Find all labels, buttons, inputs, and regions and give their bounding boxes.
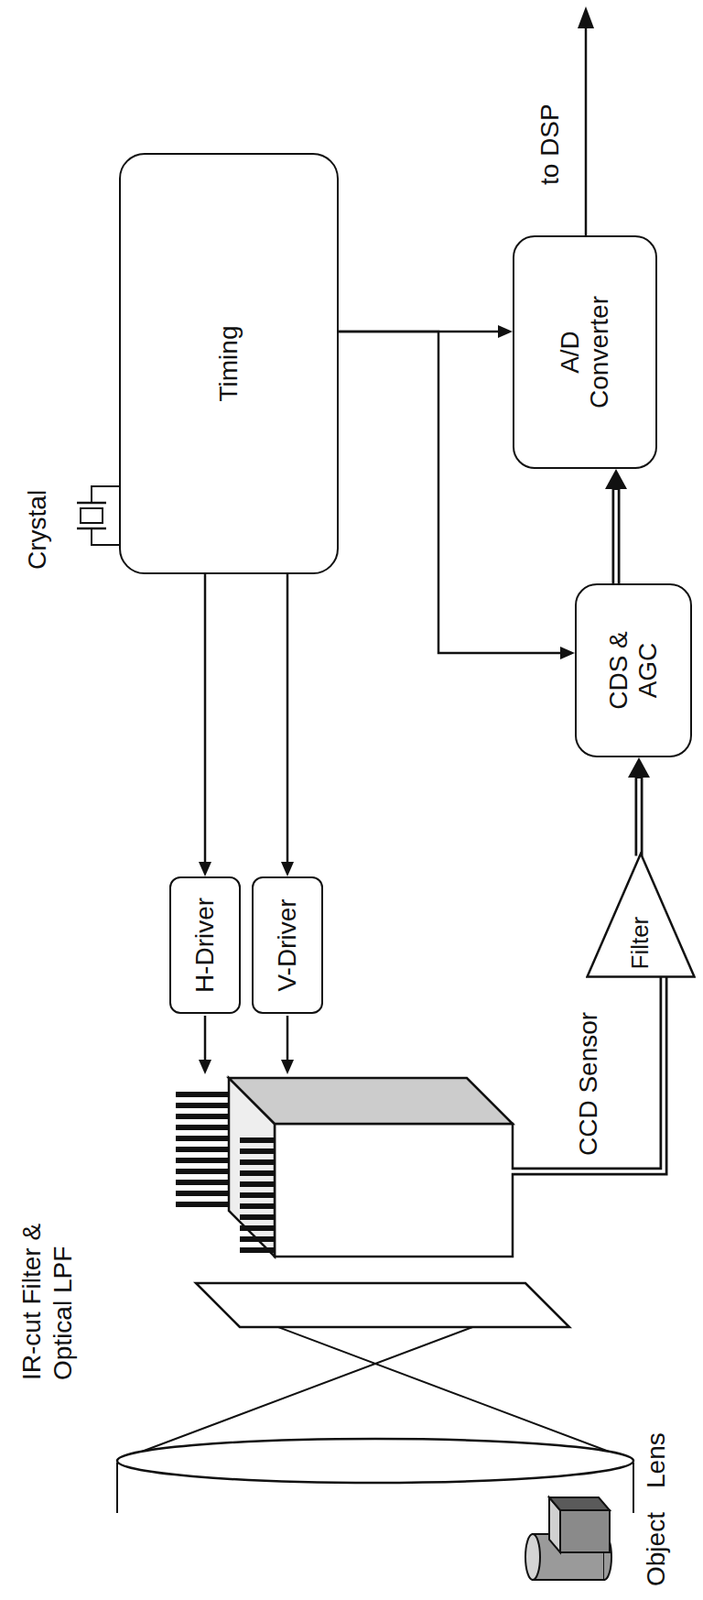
sensor-pin <box>239 1169 274 1176</box>
node-label: Timing <box>214 325 244 402</box>
sensor-pin <box>239 1158 274 1165</box>
arrow-head <box>605 468 628 489</box>
signal-connector <box>605 468 628 585</box>
node-label: A/D Converter <box>555 283 615 422</box>
signal-connector <box>627 757 650 858</box>
sensor-pins-front <box>239 1139 274 1250</box>
output-arrow <box>577 6 595 236</box>
converter-box: A/D Converter <box>512 235 658 469</box>
sensor-pin <box>175 1178 231 1185</box>
sensor-pin <box>239 1136 274 1143</box>
signal-connector <box>281 573 294 877</box>
sensor-pin <box>239 1235 274 1242</box>
ccd-sensor <box>228 1077 513 1256</box>
filter-label: IR-cut Filter & Optical LPF <box>16 1182 78 1380</box>
connector-line-inner <box>637 778 641 858</box>
output-label: to DSP <box>534 103 566 185</box>
crystal-plate <box>76 502 107 529</box>
sensor-pin <box>175 1168 231 1174</box>
arrow-head <box>281 861 294 877</box>
connector-line <box>204 573 207 864</box>
sensor-pin <box>175 1113 231 1119</box>
sensor-pin <box>239 1180 274 1187</box>
driver-box: V-Driver <box>251 876 324 1014</box>
sensor-pins-back <box>175 1093 231 1204</box>
arrow-head <box>577 6 595 29</box>
arrow-head <box>198 861 212 877</box>
lens-shape <box>117 1438 634 1482</box>
sensor-pin <box>239 1246 274 1253</box>
sensor-pin <box>175 1200 231 1207</box>
sensor-pin <box>175 1124 231 1130</box>
sensor-label: CCD Sensor <box>573 1011 605 1156</box>
crystal-label: Crystal <box>21 489 54 570</box>
light-cone <box>117 1304 634 1461</box>
connector-line-inner <box>614 489 618 585</box>
timing-box: Timing <box>118 152 339 574</box>
crystal-body <box>80 508 103 523</box>
sensor-pin <box>239 1224 274 1231</box>
cube-side <box>549 1496 610 1510</box>
drive-line <box>205 1015 288 1061</box>
cylinder-top <box>525 1533 541 1580</box>
sensor-output-line <box>512 974 664 1171</box>
sensor-pin <box>175 1102 231 1108</box>
sensor-output-line-inner <box>510 973 664 1171</box>
connector-line <box>286 573 290 864</box>
sensor-pin <box>239 1202 274 1209</box>
sensor-pin <box>175 1157 231 1163</box>
arrow-head <box>198 1059 212 1074</box>
object-label: Object <box>640 1511 672 1586</box>
node-label: Filter <box>627 916 655 970</box>
node-label: H-Driver <box>190 897 220 993</box>
sensor-pin <box>239 1147 274 1154</box>
sensor-pin <box>175 1091 231 1097</box>
sensor-pin <box>175 1135 231 1141</box>
sensor-pin <box>175 1146 231 1152</box>
sensor-pin <box>239 1213 274 1220</box>
arrow-head <box>281 1059 294 1074</box>
output-line <box>584 24 588 236</box>
lens-label: Lens <box>640 1431 672 1488</box>
sensor-side <box>228 1077 513 1124</box>
node-label: CDS & AGC <box>604 617 663 724</box>
object-icon <box>525 1496 612 1580</box>
process-box: CDS & AGC <box>574 583 693 758</box>
crystal-symbol <box>76 486 119 545</box>
driver-box: H-Driver <box>169 876 241 1014</box>
sensor-pin <box>239 1191 274 1198</box>
triangle-shape <box>587 854 695 978</box>
filter-triangle: Filter <box>585 852 696 979</box>
sensor-pin <box>175 1189 231 1196</box>
sensor-front <box>274 1123 513 1256</box>
ir-cut-filter-plate <box>195 1282 570 1327</box>
node-label: V-Driver <box>272 897 303 991</box>
arrow-head <box>560 646 575 660</box>
driver-arrows <box>198 1015 294 1074</box>
signal-connector <box>198 573 212 877</box>
arrow-head <box>497 324 513 338</box>
arrow-head <box>627 757 650 778</box>
cube-front <box>560 1509 610 1552</box>
